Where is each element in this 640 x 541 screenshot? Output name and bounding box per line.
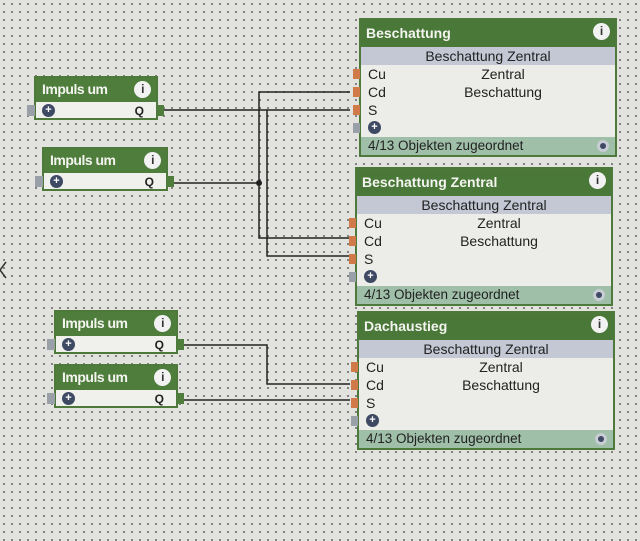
add-input-icon[interactable]: + xyxy=(368,121,381,134)
info-icon[interactable]: i xyxy=(144,152,161,169)
input-port[interactable] xyxy=(35,176,43,187)
input-port-s[interactable] xyxy=(353,105,360,115)
chevron-left-icon xyxy=(0,261,7,279)
input-port-new[interactable] xyxy=(353,123,360,133)
assignment-status: 4/13 Objekten zugeordnet xyxy=(364,287,520,302)
input-label: Cd xyxy=(364,233,382,249)
assignment-status: 4/13 Objekten zugeordnet xyxy=(368,138,524,153)
impuls-block-1[interactable]: Impuls um i + Q xyxy=(27,76,164,120)
wire-impuls1-to-zentral-s xyxy=(266,110,350,257)
impuls-block-4[interactable]: Impuls um i + Q xyxy=(47,364,184,408)
add-input-icon[interactable]: + xyxy=(50,175,63,188)
block-title: Impuls um xyxy=(62,315,128,331)
input-port-new[interactable] xyxy=(349,272,356,282)
input-port-cu[interactable] xyxy=(351,362,358,372)
info-icon[interactable]: i xyxy=(593,23,610,40)
wire-impuls3-to-dach-cd xyxy=(178,344,350,385)
input-port-cd[interactable] xyxy=(349,236,356,246)
input-port-cu[interactable] xyxy=(353,69,360,79)
input-value: Beschattung xyxy=(464,84,542,100)
block-subtitle: Beschattung Zentral xyxy=(361,47,615,65)
output-port[interactable] xyxy=(157,105,164,116)
add-input-icon[interactable]: + xyxy=(364,270,377,283)
input-label: Cu xyxy=(366,359,384,375)
output-port[interactable] xyxy=(177,339,184,350)
input-label: Cd xyxy=(368,84,386,100)
assignment-status: 4/13 Objekten zugeordnet xyxy=(366,431,522,446)
input-port-new[interactable] xyxy=(351,416,358,426)
settings-icon[interactable] xyxy=(593,289,605,301)
input-label: Cd xyxy=(366,377,384,393)
info-icon[interactable]: i xyxy=(591,316,608,333)
output-port[interactable] xyxy=(167,176,174,187)
output-label: Q xyxy=(144,175,154,189)
output-port[interactable] xyxy=(177,393,184,404)
input-value: Zentral xyxy=(479,359,523,375)
wire-impuls2-to-zentral-cd xyxy=(258,183,350,239)
add-input-icon[interactable]: + xyxy=(366,414,379,427)
settings-icon[interactable] xyxy=(597,140,609,152)
output-label: Q xyxy=(154,338,164,352)
input-value: Zentral xyxy=(481,66,525,82)
input-label: Cu xyxy=(368,66,386,82)
wire-impuls2-to-beschattung-cd xyxy=(172,91,350,184)
input-port-s[interactable] xyxy=(349,254,356,264)
input-label: S xyxy=(368,102,378,118)
input-port[interactable] xyxy=(47,339,55,350)
input-port-cu[interactable] xyxy=(349,218,356,228)
block-dachaustieg[interactable]: Dachaustieg i Beschattung Zentral Cu Zentr… xyxy=(351,311,615,450)
impuls-block-2[interactable]: Impuls um i + Q xyxy=(35,147,174,191)
input-label: Cu xyxy=(364,215,382,231)
block-title: Impuls um xyxy=(50,152,116,168)
info-icon[interactable]: i xyxy=(134,81,151,98)
add-input-icon[interactable]: + xyxy=(42,104,55,117)
input-value: Beschattung xyxy=(462,377,540,393)
input-port-cd[interactable] xyxy=(353,87,360,97)
settings-icon[interactable] xyxy=(595,433,607,445)
input-value: Zentral xyxy=(477,215,521,231)
input-value: Beschattung xyxy=(460,233,538,249)
input-port[interactable] xyxy=(47,393,55,404)
block-title: Beschattung xyxy=(366,25,451,41)
info-icon[interactable]: i xyxy=(154,369,171,386)
block-subtitle: Beschattung Zentral xyxy=(359,340,613,358)
wire-junction xyxy=(256,180,262,186)
output-label: Q xyxy=(154,392,164,406)
block-title: Impuls um xyxy=(62,369,128,385)
impuls-block-3[interactable]: Impuls um i + Q xyxy=(47,310,184,354)
add-input-icon[interactable]: + xyxy=(62,338,75,351)
block-title: Dachaustieg xyxy=(364,318,448,334)
block-title: Beschattung Zentral xyxy=(362,174,498,190)
block-subtitle: Beschattung Zentral xyxy=(357,196,611,214)
input-label: S xyxy=(364,251,374,267)
block-beschattung-zentral[interactable]: Beschattung Zentral i Beschattung Zentral… xyxy=(349,167,613,306)
output-label: Q xyxy=(134,104,144,118)
input-port-s[interactable] xyxy=(351,398,358,408)
input-port-cd[interactable] xyxy=(351,380,358,390)
input-label: S xyxy=(366,395,376,411)
block-beschattung[interactable]: Beschattung i Beschattung Zentral Cu Zentr… xyxy=(353,18,617,157)
add-input-icon[interactable]: + xyxy=(62,392,75,405)
info-icon[interactable]: i xyxy=(154,315,171,332)
info-icon[interactable]: i xyxy=(589,172,606,189)
block-title: Impuls um xyxy=(42,81,108,97)
input-port[interactable] xyxy=(27,105,35,116)
